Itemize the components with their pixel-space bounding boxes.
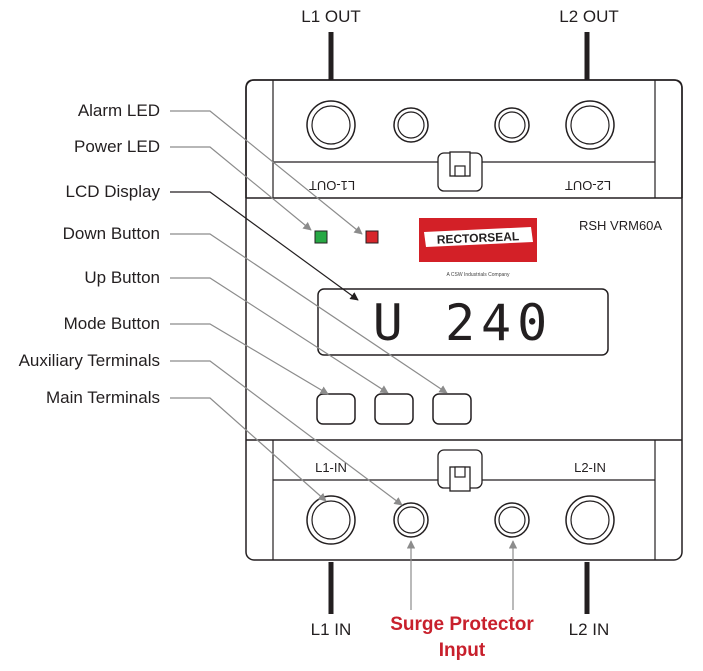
alarm-led xyxy=(365,230,379,244)
terminal-aux-in-1 xyxy=(393,502,429,538)
callout-down-button: Down Button xyxy=(63,224,160,243)
label-l2-in: L2 IN xyxy=(569,620,610,639)
label-l1-out: L1 OUT xyxy=(301,7,361,26)
device-label-l2-out: L2-OUT xyxy=(565,178,611,193)
brand-name: RECTORSEAL xyxy=(437,229,520,247)
terminal-l2-out xyxy=(565,100,615,150)
callout-main-terminals: Main Terminals xyxy=(46,388,160,407)
terminal-aux-in-2 xyxy=(494,502,530,538)
leader-mode-button xyxy=(170,323,329,395)
model-number: RSH VRM60A xyxy=(579,218,662,233)
down-button[interactable] xyxy=(432,393,472,425)
din-clip-top xyxy=(437,151,483,192)
rectorseal-logo: RECTORSEAL A CSW Industrials Company xyxy=(419,218,537,278)
leader-alarm-led xyxy=(170,110,363,235)
terminal-l1-out xyxy=(306,100,356,150)
leader-up-button xyxy=(170,277,389,394)
callout-alarm-led: Alarm LED xyxy=(78,101,160,120)
terminal-aux-out-2 xyxy=(494,107,530,143)
terminal-l2-in xyxy=(565,495,615,545)
callout-mode-button: Mode Button xyxy=(64,314,160,333)
surge-protector-label-line1: Surge Protector xyxy=(390,614,534,635)
power-led xyxy=(314,230,328,244)
leader-auxiliary-terminals xyxy=(170,360,403,506)
surge-protector-label-line2: Input xyxy=(439,640,486,661)
label-l1-in: L1 IN xyxy=(311,620,352,639)
label-l2-out: L2 OUT xyxy=(559,7,619,26)
leader-down-button xyxy=(170,233,448,394)
callout-auxiliary-terminals: Auxiliary Terminals xyxy=(19,351,160,370)
lcd-readout: U 240 xyxy=(373,294,554,352)
up-button[interactable] xyxy=(374,393,414,425)
device-label-l1-in: L1-IN xyxy=(315,460,347,475)
lcd-display xyxy=(317,288,609,356)
terminal-l1-in xyxy=(306,495,356,545)
terminal-aux-out-1 xyxy=(393,107,429,143)
din-clip-bottom xyxy=(437,449,483,492)
callout-power-led: Power LED xyxy=(74,137,160,156)
leader-main-terminals xyxy=(170,397,327,502)
leader-power-led xyxy=(170,146,312,231)
callout-lcd-display: LCD Display xyxy=(66,182,161,201)
mode-button[interactable] xyxy=(316,393,356,425)
callout-up-button: Up Button xyxy=(84,268,160,287)
leader-lcd-display xyxy=(170,191,359,301)
device-label-l1-out: L1-OUT xyxy=(309,178,355,193)
device-label-l2-in: L2-IN xyxy=(574,460,606,475)
brand-sub: A CSW Industrials Company xyxy=(446,272,510,278)
